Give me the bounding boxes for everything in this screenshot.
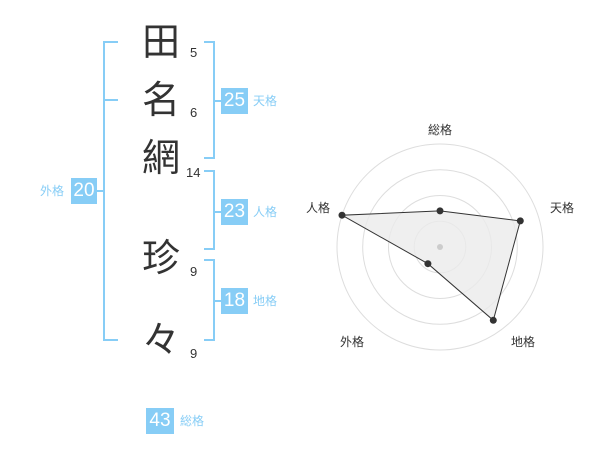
- radar-point: [338, 211, 346, 219]
- radar-axis-label-chikaku: 地格: [511, 334, 535, 349]
- tenkaku-label: 天格: [253, 94, 278, 108]
- name-char-1: 田: [141, 20, 180, 64]
- radar-axis-label-jinkaku: 人格: [306, 200, 330, 215]
- soukaku-value: 43: [146, 408, 174, 434]
- tenkaku-value: 25: [221, 88, 248, 114]
- name-char-5: 々: [141, 318, 180, 362]
- radar-axis-label-soukaku: 総格: [428, 122, 452, 137]
- gaikaku-label: 外格: [40, 184, 65, 198]
- name-char-4: 珍: [141, 236, 180, 280]
- stroke-count-3: 14: [186, 165, 201, 180]
- soukaku-label: 総格: [180, 414, 205, 428]
- radar-area: [340, 210, 521, 322]
- radar-axis-label-gaikaku: 外格: [340, 334, 364, 349]
- radar-axis-label-tenkaku: 天格: [550, 200, 574, 215]
- stroke-count-1: 5: [190, 45, 198, 60]
- chikaku-label: 地格: [253, 294, 278, 308]
- radar-ring: [362, 169, 518, 325]
- gaikaku-value: 20: [71, 178, 97, 204]
- radar-center: [437, 244, 443, 250]
- jinkaku-value: 23: [221, 199, 248, 225]
- stroke-count-2: 6: [190, 105, 198, 120]
- radar-point: [424, 260, 432, 268]
- stroke-count-4: 9: [190, 264, 198, 279]
- jinkaku-label: 人格: [253, 205, 278, 219]
- jinkaku-bracket: [204, 170, 215, 250]
- radar-points: [338, 207, 524, 324]
- radar-point: [436, 207, 444, 215]
- radar-point: [489, 316, 497, 324]
- name-char-2: 名: [141, 78, 180, 122]
- stroke-count-5: 9: [190, 346, 198, 361]
- name-char-3: 網: [141, 136, 180, 180]
- chikaku-value: 18: [221, 288, 248, 314]
- radar-ring: [336, 143, 544, 351]
- radar-point: [516, 217, 524, 225]
